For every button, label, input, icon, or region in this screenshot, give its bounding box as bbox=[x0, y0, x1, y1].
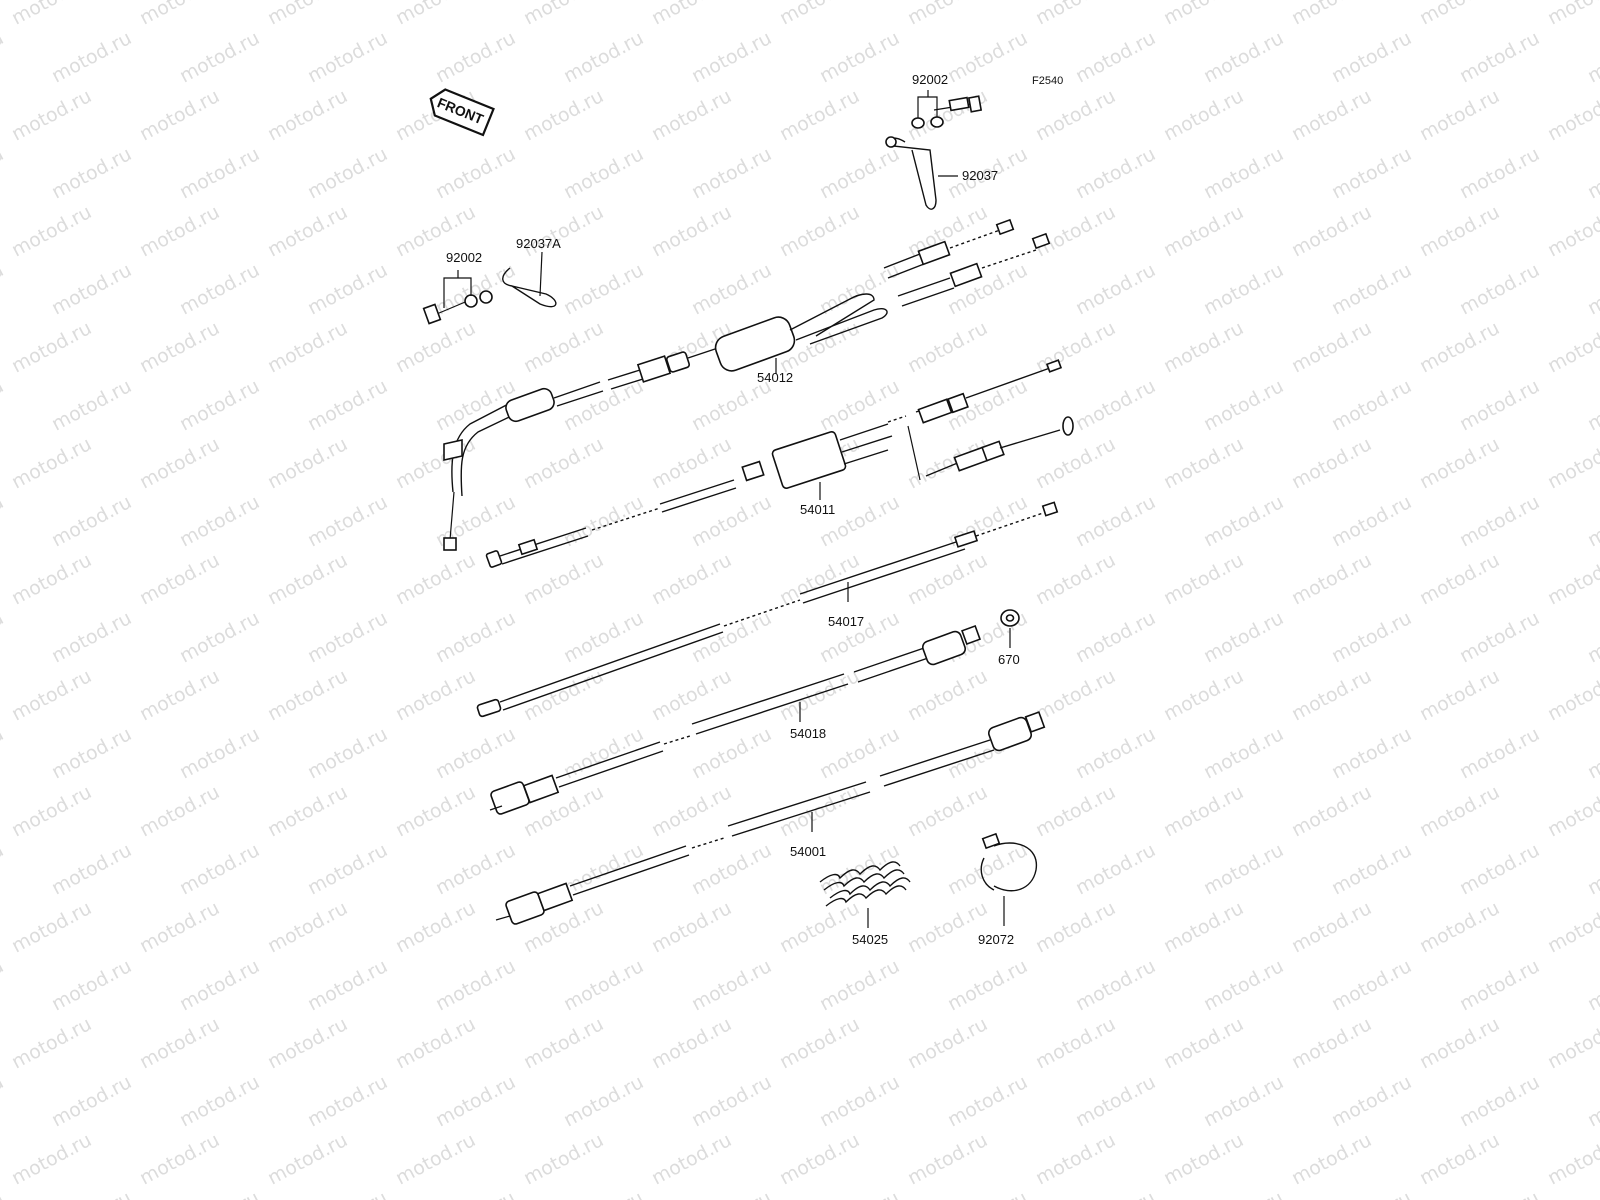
part-label-54025: 54025 bbox=[852, 932, 888, 947]
part-label-92072: 92072 bbox=[978, 932, 1014, 947]
choke-cable-54011 bbox=[485, 359, 1074, 568]
meter-cable-54018 bbox=[489, 625, 981, 815]
part-label-54018: 54018 bbox=[790, 726, 826, 741]
washer-670 bbox=[1000, 609, 1020, 648]
part-label-670: 670 bbox=[998, 652, 1020, 667]
front-arrow-icon: FRONT bbox=[429, 88, 495, 137]
throttle-cable-54012 bbox=[443, 218, 1051, 551]
bolt-washer-set-top bbox=[911, 90, 983, 129]
band-clamp-92072 bbox=[980, 832, 1037, 926]
part-label-54017: 54017 bbox=[828, 614, 864, 629]
cable-54017 bbox=[476, 501, 1059, 718]
part-label-54011: 54011 bbox=[800, 502, 835, 517]
part-label-54001: 54001 bbox=[790, 844, 826, 859]
spring-54025 bbox=[819, 861, 911, 928]
part-label-54012: 54012 bbox=[757, 370, 793, 385]
part-label-92002-top: 92002 bbox=[912, 72, 948, 87]
cable-clip-92037a bbox=[502, 251, 557, 308]
bolt-washer-set-left bbox=[422, 270, 493, 325]
cable-clamp-92037 bbox=[885, 136, 958, 210]
part-label-92002-left: 92002 bbox=[446, 250, 482, 265]
part-label-92037: 92037 bbox=[962, 168, 998, 183]
figure-code: F2540 bbox=[1032, 75, 1063, 87]
meter-cable-54001 bbox=[495, 711, 1046, 925]
part-label-92037a: 92037A bbox=[516, 236, 561, 251]
